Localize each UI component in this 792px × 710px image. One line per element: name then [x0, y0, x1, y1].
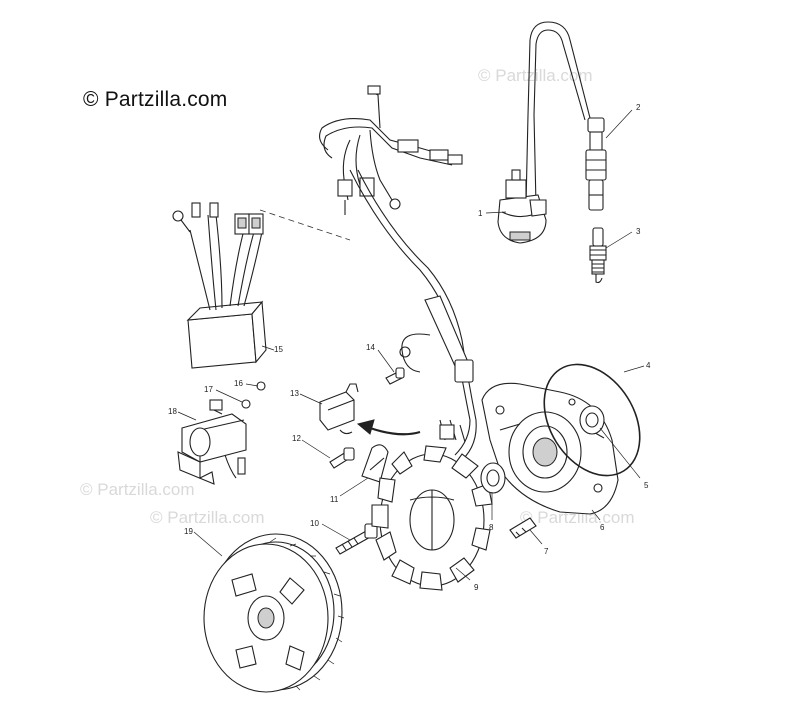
- direction-arrow: [356, 419, 421, 436]
- voltage-regulator: [172, 202, 267, 369]
- rectifier-bracket: [177, 381, 266, 485]
- watermark: © Partzilla.com: [80, 480, 195, 499]
- watermark: © Partzilla.com: [150, 508, 265, 527]
- callout-3: 3: [636, 227, 641, 236]
- mounting-bracket: [319, 383, 359, 435]
- o-ring: [543, 363, 641, 477]
- callout-15: 15: [274, 345, 283, 354]
- wiring-harness: [319, 85, 463, 215]
- callout-12: 12: [292, 434, 301, 443]
- watermark: © Partzilla.com: [520, 508, 635, 527]
- callout-5: 5: [644, 481, 649, 490]
- callout-13: 13: [290, 389, 299, 398]
- callout-14: 14: [366, 343, 375, 352]
- flywheel: [203, 533, 345, 693]
- callout-11: 11: [330, 495, 339, 504]
- spark-plug: [589, 227, 607, 284]
- callout-6: 6: [600, 523, 605, 532]
- callout-17: 17: [204, 385, 213, 394]
- reference-dashed-line: [259, 209, 351, 241]
- callout-7: 7: [544, 547, 549, 556]
- callout-19: 19: [184, 527, 193, 536]
- callout-10: 10: [310, 519, 319, 528]
- screw-14: [385, 367, 405, 385]
- callout-2: 2: [636, 103, 641, 112]
- crank-seal: [579, 405, 605, 435]
- wire-clamp: [361, 444, 389, 483]
- screw-7: [509, 517, 537, 539]
- callout-18: 18: [168, 407, 177, 416]
- callout-8: 8: [489, 523, 494, 532]
- stator-lead: [349, 169, 477, 461]
- spark-plug-cap: [585, 117, 607, 211]
- ignition-coil: [497, 21, 591, 244]
- callout-9: 9: [474, 583, 479, 592]
- callout-16: 16: [234, 379, 243, 388]
- stator: [371, 445, 493, 591]
- leader-lines: [177, 109, 645, 581]
- callout-1: 1: [478, 209, 483, 218]
- copyright-text: © Partzilla.com: [83, 88, 228, 111]
- screw-12: [329, 447, 355, 469]
- callout-4: 4: [646, 361, 651, 370]
- callout-labels: 1 2 3 4 5 6 7 8 9 10 11 12 13 14 15 16 1…: [168, 103, 651, 592]
- oil-seal: [480, 462, 506, 494]
- screw-10: [335, 523, 378, 555]
- stator-plate: [481, 382, 619, 515]
